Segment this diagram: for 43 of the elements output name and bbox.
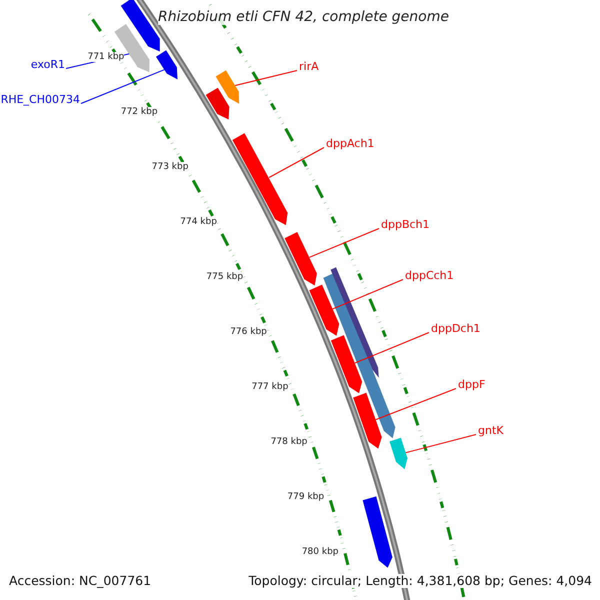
- scale-label: 774 kbp: [180, 217, 217, 228]
- gene-label: gntK: [478, 425, 504, 438]
- scale-label: 772 kbp: [120, 107, 158, 118]
- gene-block: [309, 284, 340, 336]
- leader-line: [405, 434, 476, 454]
- scale-label: 771 kbp: [88, 52, 124, 62]
- leader-line: [375, 388, 456, 420]
- gene-block: [120, 0, 160, 52]
- gene-block: [330, 335, 362, 394]
- gene-label: dppF: [458, 379, 486, 392]
- leader-line: [234, 70, 298, 86]
- gene-block: [284, 232, 317, 286]
- footer-text: Topology: circular; Length: 4,381,608 bp; Genes: 4,094: [248, 574, 592, 588]
- gene-block: [323, 272, 396, 438]
- gene-block: [390, 438, 408, 470]
- title: Rhizobium etli CFN 42, complete genome: [158, 9, 449, 26]
- scale-label: 780 kbp: [302, 547, 339, 558]
- gene-label: dppDch1: [431, 323, 480, 336]
- scale-label: 779 kbp: [287, 492, 324, 502]
- gene-block: [362, 496, 392, 568]
- gene-block: [353, 392, 382, 449]
- gene-label: dppBch1: [381, 219, 430, 232]
- gene-label: dppCch1: [405, 270, 454, 283]
- gene-label: exoR1: [30, 59, 65, 72]
- leader-line: [80, 69, 165, 104]
- scale-label: 773 kbp: [152, 162, 188, 172]
- gene-block: [330, 267, 379, 378]
- leader-line: [308, 228, 380, 258]
- gene-block: [232, 133, 288, 226]
- gene-block: [156, 50, 178, 80]
- leader-line: [354, 332, 430, 364]
- leader-line: [268, 147, 324, 178]
- gene-label: rirA: [299, 61, 319, 74]
- gene-label: RHE_CH00734: [0, 94, 80, 107]
- leader-line: [332, 279, 404, 310]
- gene-label: dppAch1: [326, 138, 374, 151]
- footer-text: Accession: NC_007761: [9, 574, 152, 588]
- scale-label: 777 kbp: [252, 382, 288, 392]
- scale-label: 775 kbp: [206, 272, 244, 282]
- gene-block: [206, 88, 230, 120]
- scale-label: 776 kbp: [230, 327, 267, 338]
- gene-block: [216, 70, 240, 104]
- scale-label: 778 kbp: [270, 437, 308, 448]
